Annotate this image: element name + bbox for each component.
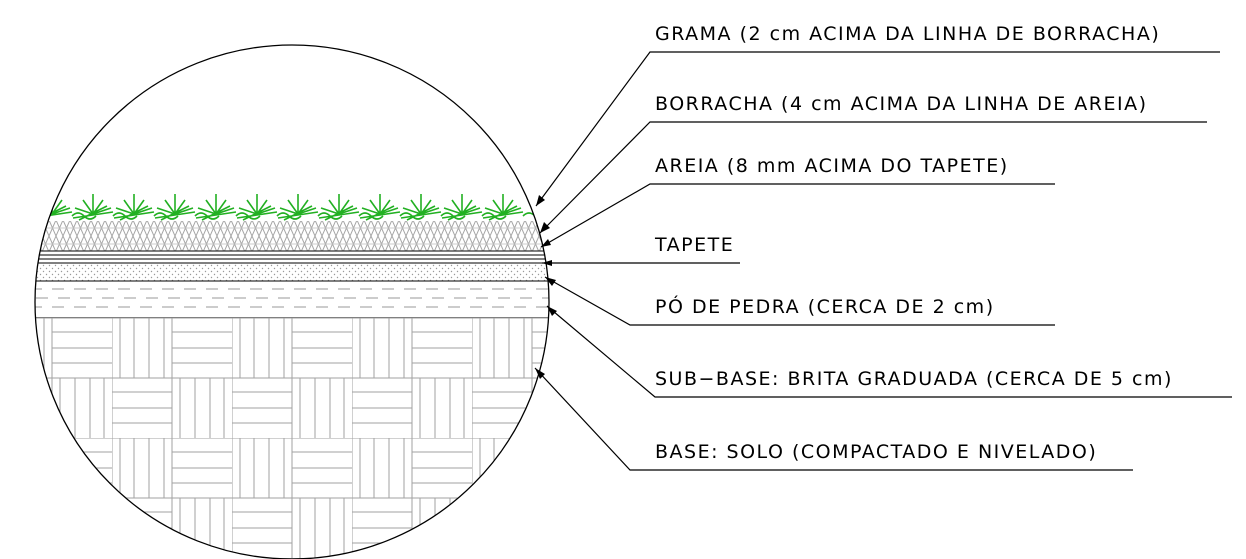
- leader-sub-base: [546, 305, 1232, 398]
- grass-tuft: [482, 194, 524, 221]
- leader-base: [534, 367, 1133, 471]
- grass-tuft: [236, 194, 278, 221]
- grass-tuft: [195, 194, 237, 221]
- label-borracha: BORRACHA (4 cm ACIMA DA LINHA DE AREIA): [655, 93, 1148, 115]
- section-circle: [34, 44, 550, 559]
- layer-stack: [35, 194, 549, 559]
- grass-tuft: [359, 194, 401, 221]
- stone-dust-layer: [35, 264, 549, 281]
- carpet-layer: [35, 250, 549, 264]
- leader-po-de-pedra: [544, 276, 1055, 326]
- label-po-de-pedra: PÓ DE PEDRA (CERCA DE 2 cm): [655, 294, 995, 318]
- leader-grama: [535, 51, 1220, 207]
- soil-base-layer: [35, 318, 549, 559]
- leader-lines: [534, 51, 1232, 471]
- sub-base-layer: [35, 288, 549, 308]
- leader-areia: [540, 183, 1055, 248]
- label-grama: GRAMA (2 cm ACIMA DA LINHA DE BORRACHA): [655, 23, 1160, 45]
- grass-tuft: [400, 194, 442, 221]
- grass-tuft: [72, 194, 114, 221]
- leader-borracha: [539, 121, 1207, 234]
- layer-labels: GRAMA (2 cm ACIMA DA LINHA DE BORRACHA) …: [654, 23, 1173, 463]
- label-base: BASE: SOLO (COMPACTADO E NIVELADO): [655, 441, 1097, 463]
- grass-tuft: [113, 194, 155, 221]
- grass-tuft: [441, 194, 483, 221]
- label-tapete: TAPETE: [654, 234, 734, 256]
- leader-tapete: [542, 260, 740, 266]
- label-areia: AREIA (8 mm ACIMA DO TAPETE): [655, 155, 1009, 177]
- grass-tuft: [277, 194, 319, 221]
- rubber-layer: [35, 221, 549, 251]
- label-sub-base: SUB−BASE: BRITA GRADUADA (CERCA DE 5 cm): [655, 368, 1173, 390]
- grass-tuft: [154, 194, 196, 221]
- grass-tuft: [318, 194, 360, 221]
